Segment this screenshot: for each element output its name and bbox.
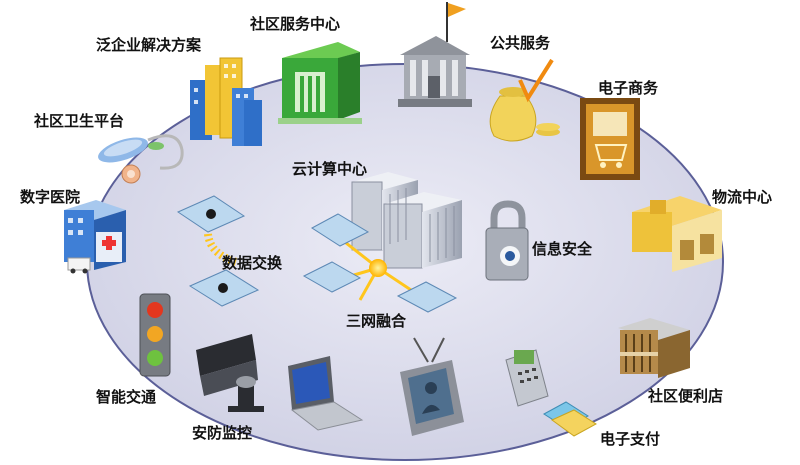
label-community-health: 社区卫生平台 — [34, 112, 125, 130]
label-info-security: 信息安全 — [532, 240, 593, 258]
label-e-payment: 电子支付 — [600, 430, 661, 448]
green-gate-building-icon — [278, 42, 362, 124]
bank-building-flag-icon — [398, 2, 472, 107]
label-smart-traffic: 智能交通 — [96, 388, 157, 406]
laptop-icon — [288, 356, 364, 431]
shopping-cart-laptop-icon — [580, 98, 640, 180]
label-logistics-center: 物流中心 — [712, 188, 773, 206]
cctv-camera-icon — [196, 334, 264, 412]
buildings-icon — [190, 57, 262, 146]
padlock-icon — [485, 200, 529, 281]
sun-icon — [369, 259, 387, 277]
label-cloud-center: 云计算中心 — [292, 160, 368, 178]
payment-terminal-icon — [505, 349, 597, 437]
label-public-service: 公共服务 — [490, 34, 551, 52]
label-community-service-center: 社区服务中心 — [250, 15, 341, 33]
label-triple-network: 三网融合 — [346, 312, 407, 330]
label-data-exchange: 数据交换 — [222, 254, 283, 272]
traffic-light-icon — [139, 293, 171, 377]
mouse-stethoscope-icon — [98, 134, 184, 184]
network-card-bottom — [396, 281, 458, 313]
store-building-icon — [618, 318, 690, 378]
server-rack-icon — [351, 172, 462, 269]
money-bag-icon — [489, 58, 560, 142]
warehouse-icon — [632, 196, 722, 272]
label-digital-hospital: 数字医院 — [20, 188, 81, 206]
network-card-left-top — [311, 213, 370, 247]
network-hub-icon — [302, 213, 458, 313]
hospital-ambulance-icon — [64, 200, 126, 274]
label-ecommerce: 电子商务 — [598, 79, 659, 97]
label-pan-enterprise: 泛企业解决方案 — [96, 36, 202, 54]
label-security-monitor: 安防监控 — [192, 424, 253, 442]
network-card-left — [302, 261, 362, 293]
data-cards-icon — [176, 195, 260, 307]
television-icon — [400, 337, 464, 436]
label-convenience-store: 社区便利店 — [648, 387, 724, 405]
